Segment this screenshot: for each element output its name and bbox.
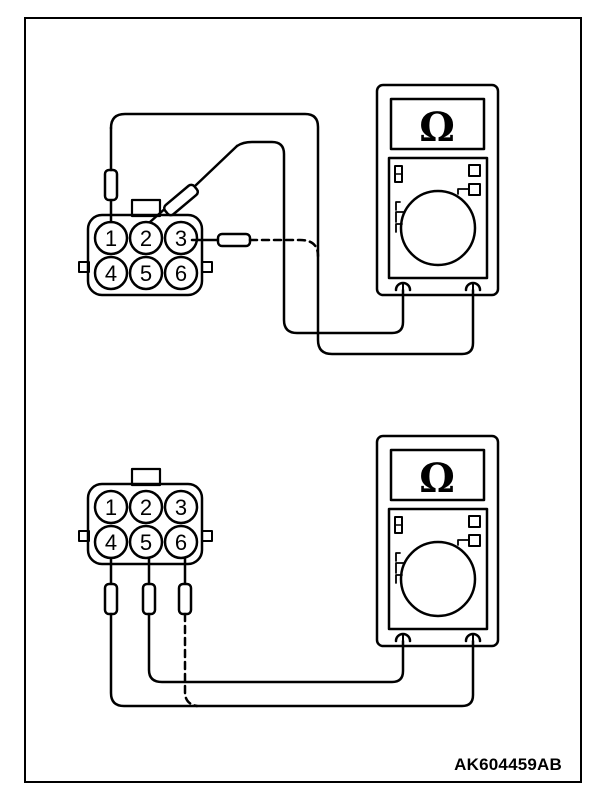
connector-top-pin-1-label: 1 <box>105 226 117 251</box>
figure-code: AK604459AB <box>454 755 562 774</box>
multimeter-top-button-icon <box>468 183 481 196</box>
probe-top-pin1 <box>103 126 119 224</box>
multimeter-bottom-rotary-dial <box>399 540 477 618</box>
multimeter-bottom-body <box>375 434 500 648</box>
multimeter-bottom-ohm-symbol: Ω <box>419 455 455 502</box>
multimeter-bottom: Ω <box>375 434 500 648</box>
connector-top-left-tab <box>78 261 90 273</box>
lead-top-pin3-dashed <box>248 238 320 258</box>
multimeter-bottom-panel <box>387 507 489 631</box>
connector-bottom-pin-5 <box>128 524 164 560</box>
connector-bottom: 1 2 3 4 5 6 <box>78 467 213 566</box>
top-test-setup: Ω 1 <box>78 83 500 356</box>
connector-bottom-pin-6 <box>163 524 199 560</box>
multimeter-bottom-display <box>389 448 486 502</box>
connector-bottom-pin-3-label: 3 <box>175 495 187 520</box>
probe-bottom-pin6 <box>177 556 193 616</box>
multimeter-top-button-icon <box>468 164 481 177</box>
probe-top-pin1-body <box>103 168 119 202</box>
probe-top-pin2 <box>148 144 239 224</box>
multimeter-top: Ω <box>375 83 500 297</box>
multimeter-top-display <box>389 97 486 151</box>
connector-top-pin-4-label: 4 <box>105 261 117 286</box>
lead-bottom-pin4-to-meter <box>109 612 475 708</box>
connector-bottom-pin-1 <box>93 489 129 525</box>
lead-top-pin1-to-meter <box>109 112 475 356</box>
connector-bottom-pin-1-label: 1 <box>105 495 117 520</box>
connector-bottom-latch <box>130 467 162 487</box>
connector-top-right-tab <box>201 261 213 273</box>
connector-top-pin-6 <box>163 255 199 291</box>
multimeter-top-rotary-dial <box>399 189 477 267</box>
connector-bottom-pin-4-label: 4 <box>105 530 117 555</box>
connector-top-housing <box>86 213 204 297</box>
bottom-test-setup: Ω 1 <box>78 434 500 708</box>
multimeter-top-panel <box>387 156 489 280</box>
diagram-frame <box>24 17 582 783</box>
connector-top-pin-6-label: 6 <box>175 261 187 286</box>
connector-top-pin-4 <box>93 255 129 291</box>
connector-bottom-pin-2-label: 2 <box>140 495 152 520</box>
connector-bottom-pin-3 <box>163 489 199 525</box>
connector-top-pin-2 <box>128 220 164 256</box>
connector-bottom-left-tab <box>78 530 90 542</box>
connector-top-pin-5 <box>128 255 164 291</box>
multimeter-bottom-button-icon <box>468 534 481 547</box>
probe-top-pin3 <box>190 232 320 258</box>
probe-top-pin3-body <box>216 232 252 248</box>
connector-top-pin-5-label: 5 <box>140 261 152 286</box>
connector-bottom-housing <box>86 482 204 566</box>
connector-bottom-pin-5-label: 5 <box>140 530 152 555</box>
multimeter-top-ohm-symbol: Ω <box>419 104 455 151</box>
lead-top-pin2-to-meter <box>235 140 405 335</box>
connector-top-latch <box>130 198 162 218</box>
multimeter-bottom-button-icon <box>468 515 481 528</box>
connector-top-pin-3-label: 3 <box>175 226 187 251</box>
probe-bottom-pin4-body <box>103 582 119 616</box>
probe-bottom-pin5-body <box>141 582 157 616</box>
connector-bottom-right-tab <box>201 530 213 542</box>
connector-top-pin-2-label: 2 <box>140 226 152 251</box>
connector-bottom-pin-2 <box>128 489 164 525</box>
probe-bottom-pin6-body <box>177 582 193 616</box>
probe-top-pin2-body <box>162 183 200 217</box>
connector-bottom-pin-6-label: 6 <box>175 530 187 555</box>
connector-top-pin-3 <box>163 220 199 256</box>
multimeter-top-body <box>375 83 500 297</box>
probe-bottom-pin5 <box>141 556 157 616</box>
lead-bottom-pin5-to-meter <box>147 612 405 684</box>
probe-bottom-pin4 <box>103 556 119 616</box>
connector-top: 1 2 3 4 5 6 <box>78 198 213 297</box>
lead-bottom-pin6-dashed <box>183 612 199 708</box>
